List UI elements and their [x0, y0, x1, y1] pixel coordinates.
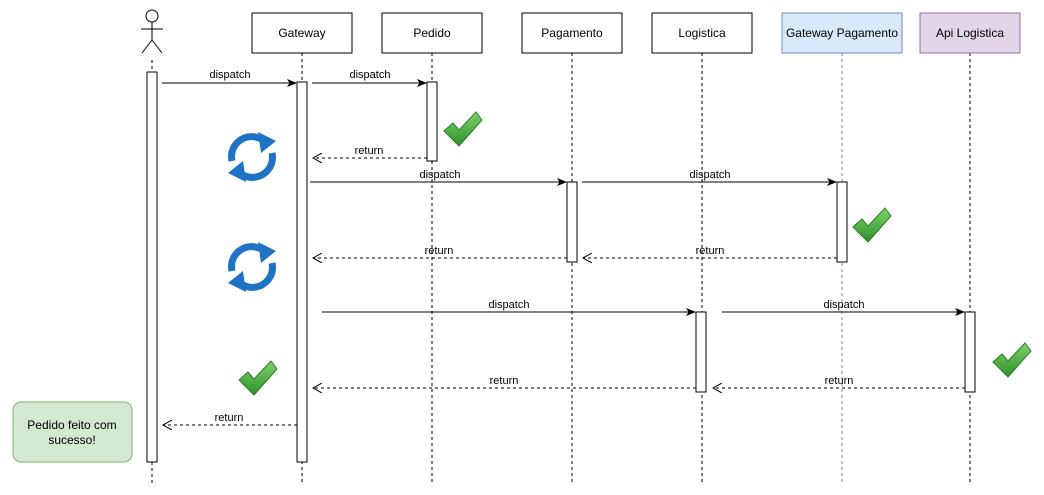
activations	[146, 71, 976, 463]
note-line: Pedido feito com	[27, 418, 116, 432]
actor-icon	[141, 9, 163, 54]
message-label: dispatch	[690, 169, 731, 181]
refresh-icon	[228, 132, 276, 182]
message-label: return	[696, 245, 725, 257]
note-line: sucesso!	[48, 433, 95, 447]
message-label: dispatch	[210, 69, 251, 81]
check-icon	[992, 342, 1032, 378]
check-icon	[238, 360, 278, 396]
participant-label: Api Logistica	[936, 26, 1004, 40]
activation-api-logistica	[964, 311, 976, 393]
success-note[interactable]: Pedido feito com sucesso!	[12, 401, 133, 463]
participant-label: Pagamento	[541, 26, 603, 40]
participant-label: Logistica	[678, 26, 726, 40]
activation-pagamento	[566, 181, 578, 263]
participant-pagamento[interactable]: Pagamento	[521, 12, 623, 54]
message-label: return	[215, 412, 244, 424]
activation-gateway-pagamento	[836, 181, 848, 263]
participant-label: Gateway Pagamento	[786, 26, 898, 40]
message-label: dispatch	[824, 299, 865, 311]
message-label: dispatch	[420, 169, 461, 181]
activation-actor	[146, 71, 158, 463]
check-icon	[852, 207, 892, 243]
activation-logistica	[695, 311, 707, 393]
activation-gateway	[296, 81, 308, 463]
message-label: return	[825, 375, 854, 387]
participant-label: Pedido	[413, 26, 451, 40]
message-label: return	[490, 375, 519, 387]
refresh-icon	[228, 242, 276, 292]
participant-gateway[interactable]: Gateway	[251, 12, 353, 54]
activation-pedido	[426, 81, 438, 162]
participant-pedido[interactable]: Pedido	[381, 12, 483, 54]
participant-logistica[interactable]: Logistica	[651, 12, 753, 54]
message-label: return	[355, 145, 384, 157]
message-label: dispatch	[350, 69, 391, 81]
message-label: return	[425, 245, 454, 257]
messages	[162, 79, 965, 425]
message-labels: dispatch dispatch return dispatch dispat…	[210, 69, 865, 424]
participant-label: Gateway	[278, 26, 325, 40]
check-icon	[443, 111, 483, 147]
message-label: dispatch	[489, 299, 530, 311]
participant-api-logistica[interactable]: Api Logistica	[919, 12, 1021, 54]
participant-gateway-pagamento[interactable]: Gateway Pagamento	[781, 12, 903, 54]
